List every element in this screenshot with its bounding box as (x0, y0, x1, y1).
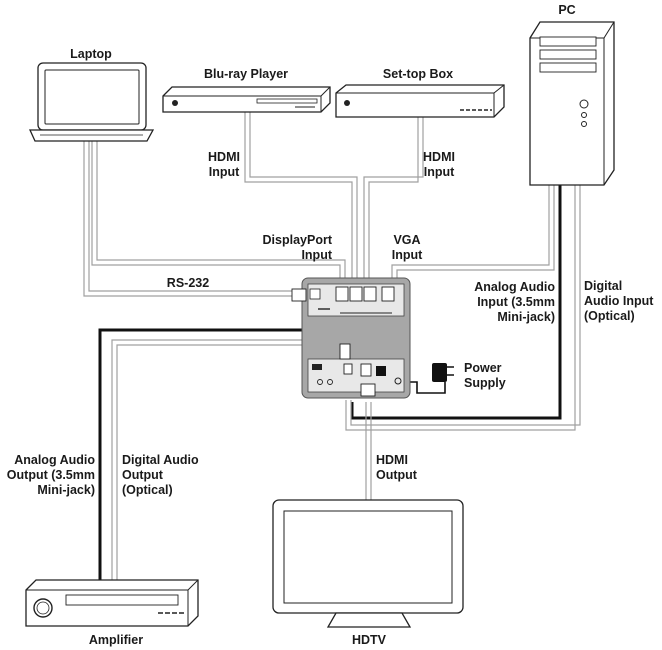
pc-label: PC (558, 3, 575, 17)
svg-text:Input (3.5mm: Input (3.5mm (477, 295, 555, 309)
cable-settop-hdmi (368, 117, 419, 280)
cable-pc-analog-audio (345, 185, 576, 431)
vga-input-label: VGA Input (392, 233, 423, 262)
svg-text:HDMI: HDMI (208, 150, 240, 164)
svg-text:Input: Input (209, 165, 240, 179)
cable-pc-vga (391, 185, 550, 280)
settop-label: Set-top Box (383, 67, 453, 81)
svg-text:Output: Output (122, 468, 164, 482)
power-supply-icon (432, 363, 454, 382)
power-supply-label: Power Supply (464, 361, 506, 390)
rs232-label: RS-232 (167, 276, 209, 290)
bluray-player-icon (162, 86, 331, 113)
amplifier-label: Amplifier (89, 633, 143, 647)
hdmi-input-left-label: HDMI Input (208, 150, 240, 179)
svg-text:HDMI: HDMI (376, 453, 408, 467)
hdtv-label: HDTV (352, 633, 387, 647)
svg-text:Input: Input (392, 248, 423, 262)
svg-text:Supply: Supply (464, 376, 506, 390)
svg-text:Digital: Digital (584, 279, 622, 293)
svg-text:(Optical): (Optical) (122, 483, 173, 497)
svg-text:Mini-jack): Mini-jack) (497, 310, 555, 324)
hdtv-icon (272, 499, 464, 628)
hdmi-output-label: HDMI Output (376, 453, 418, 482)
svg-text:Analog Audio: Analog Audio (474, 280, 555, 294)
svg-text:Output: Output (376, 468, 418, 482)
displayport-input-label: DisplayPort Input (263, 233, 333, 262)
analog-audio-output-label: Analog Audio Output (3.5mm Mini-jack) (7, 453, 96, 497)
svg-text:Digital Audio: Digital Audio (122, 453, 199, 467)
svg-text:Input: Input (301, 248, 332, 262)
switcher-unit-icon (291, 277, 411, 399)
svg-text:DisplayPort: DisplayPort (263, 233, 333, 247)
svg-text:HDMI: HDMI (423, 150, 455, 164)
analog-audio-input-label: Analog Audio Input (3.5mm Mini-jack) (474, 280, 555, 324)
svg-text:Mini-jack): Mini-jack) (37, 483, 95, 497)
svg-text:Input: Input (424, 165, 455, 179)
bluray-label: Blu-ray Player (204, 67, 288, 81)
pc-tower-icon (529, 21, 615, 186)
svg-text:Output (3.5mm: Output (3.5mm (7, 468, 95, 482)
settop-box-icon (335, 84, 505, 118)
svg-text:Analog Audio: Analog Audio (14, 453, 95, 467)
cable-pc-optical (350, 185, 562, 420)
hdmi-input-right-label: HDMI Input (423, 150, 455, 179)
svg-text:Audio Input: Audio Input (584, 294, 654, 308)
cable-laptop-rs232 (83, 140, 296, 297)
amplifier-icon (25, 579, 199, 627)
digital-audio-input-label: Digital Audio Input (Optical) (584, 279, 654, 323)
svg-text:VGA: VGA (393, 233, 420, 247)
svg-text:Power: Power (464, 361, 502, 375)
cable-laptop-displayport (91, 140, 341, 280)
laptop-icon (28, 62, 155, 142)
svg-text:(Optical): (Optical) (584, 309, 635, 323)
cable-bluray-hdmi (244, 112, 353, 280)
digital-audio-output-label: Digital Audio Output (Optical) (122, 453, 199, 497)
cable-power (400, 381, 446, 394)
laptop-label: Laptop (70, 47, 112, 61)
